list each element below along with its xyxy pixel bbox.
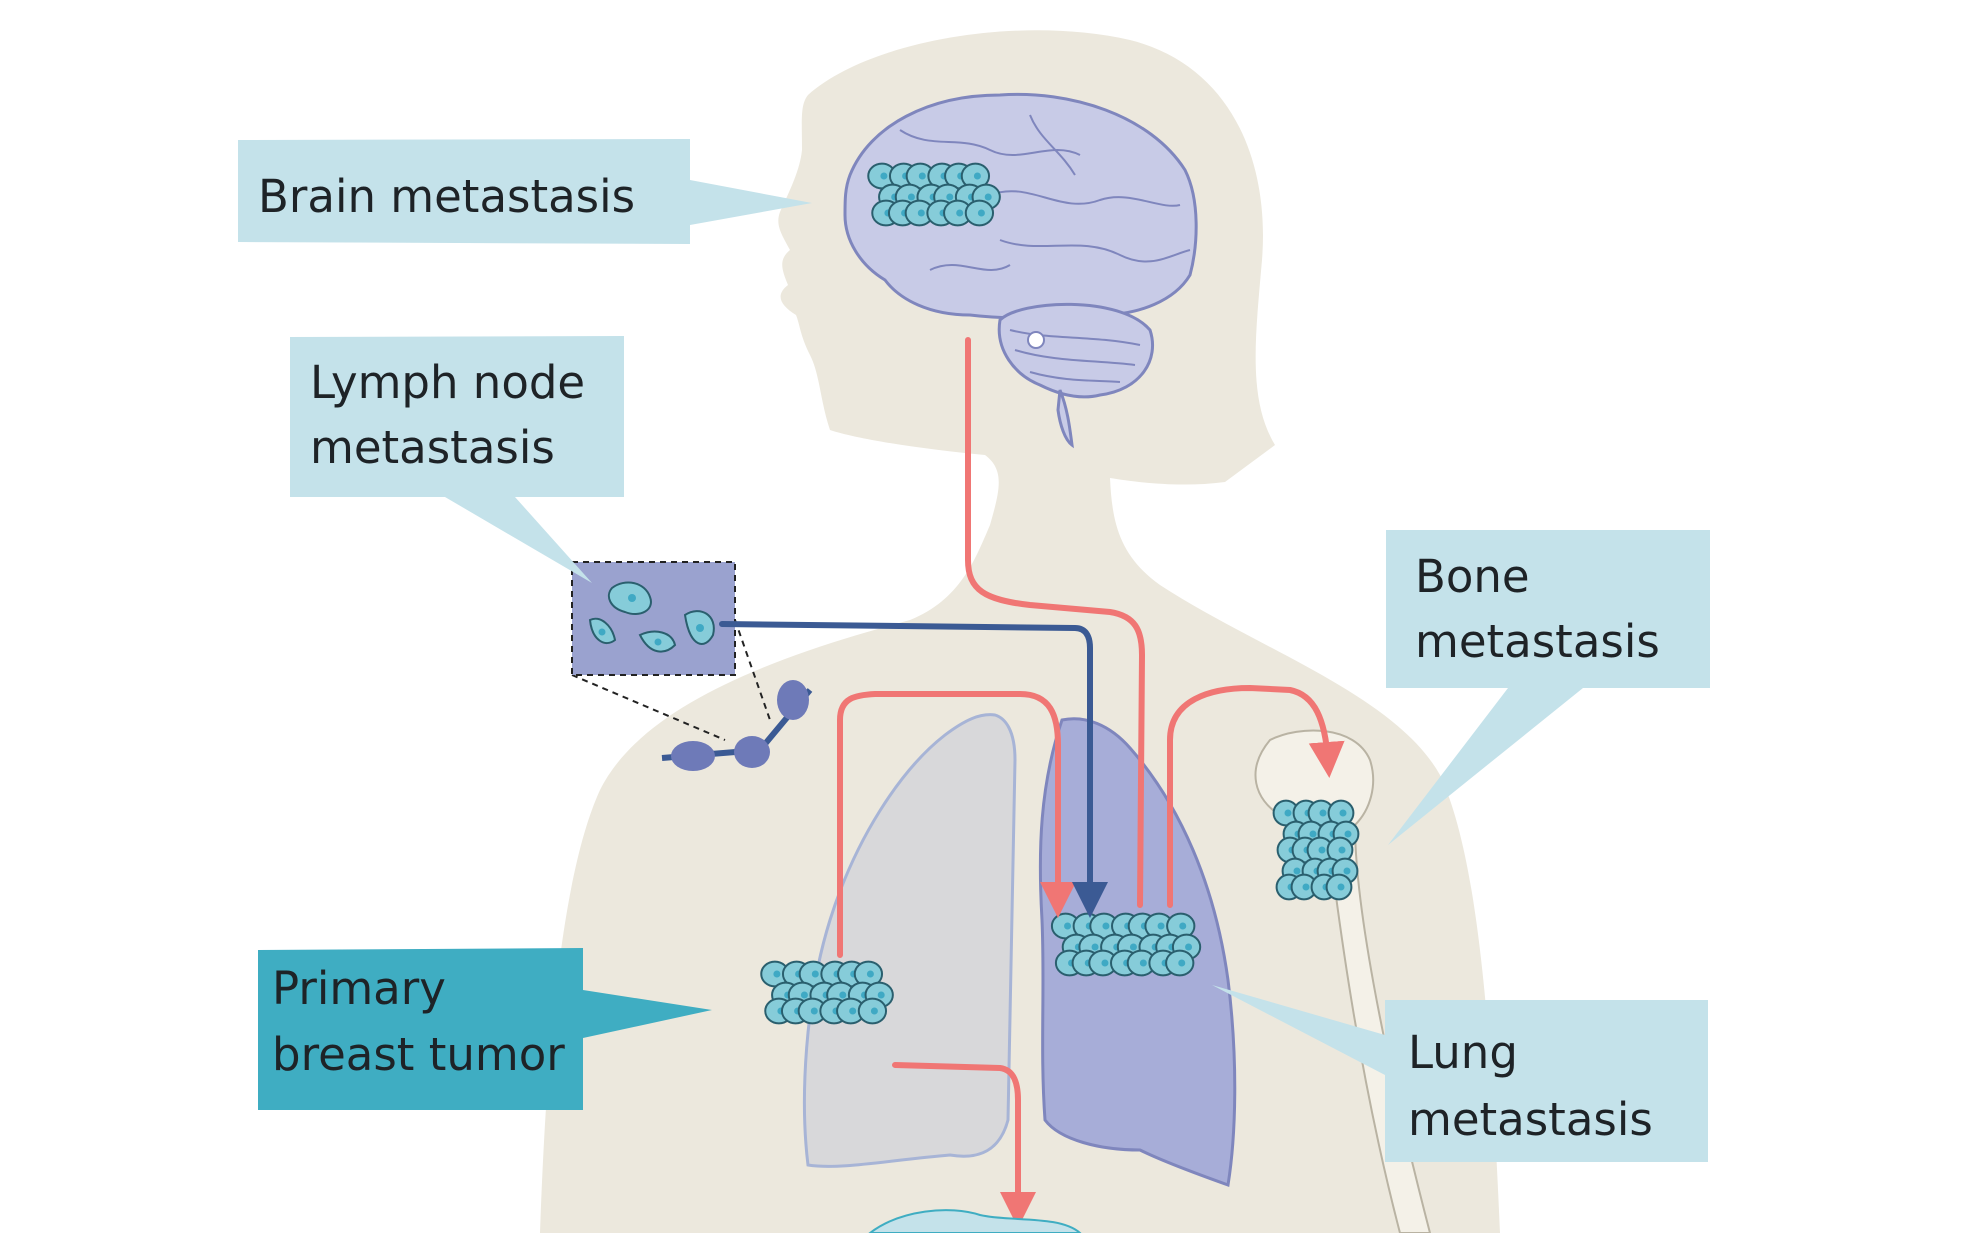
tumor-cluster-breast (760, 960, 894, 1025)
label-bone-line1: Bone (1415, 550, 1530, 603)
tumor-cell-nucleus (839, 991, 847, 999)
tumor-cell-nucleus (811, 970, 819, 978)
arrow-lung-to-bone (1167, 684, 1345, 908)
tumor-cell-nucleus (1302, 883, 1310, 891)
tumor-cell-nucleus (946, 193, 954, 201)
tumor-cell-nucleus (1101, 959, 1109, 967)
tumor-cell-nucleus (1178, 959, 1186, 967)
tumor-cell-nucleus (800, 991, 808, 999)
tumor-cell-nucleus (1157, 922, 1165, 930)
tumor-cell-nucleus (866, 970, 874, 978)
abdominal-organ-outline (868, 1209, 1082, 1233)
tumor-cell-nucleus (1129, 943, 1137, 951)
tumor-cell-nucleus (1102, 922, 1110, 930)
tumor-cell-nucleus (880, 172, 888, 180)
label-lymph-line2: metastasis (310, 421, 555, 474)
label-primary-line2: breast tumor (272, 1028, 565, 1081)
brain-icon (843, 92, 1198, 449)
label-lymph-line1: Lymph node (310, 356, 585, 409)
tumor-cell-nucleus (1337, 883, 1345, 891)
body-silhouette (540, 30, 1500, 1233)
callout-lung-metastasis: Lung metastasis (1212, 985, 1708, 1162)
tumor-cell-nucleus (1185, 943, 1193, 951)
tumor-cell-nucleus (917, 209, 925, 217)
label-bone-line2: metastasis (1415, 615, 1660, 668)
label-primary-line1: Primary (272, 962, 446, 1015)
tumor-cell-nucleus (956, 209, 964, 217)
left-lung-icon (803, 713, 1017, 1168)
tumor-cluster-bone (1272, 799, 1360, 901)
tumor-cell-nucleus (1318, 846, 1326, 854)
tumor-cell-nucleus (1339, 809, 1347, 817)
tumor-cell-nucleus (1091, 943, 1099, 951)
tumor-cell-nucleus (1309, 830, 1317, 838)
tumor-cell-nucleus (1064, 922, 1072, 930)
tumor-cell-nucleus (1293, 867, 1301, 875)
tumor-cell-nucleus (810, 1007, 818, 1015)
label-lung-line1: Lung (1408, 1026, 1518, 1079)
tumor-cell-nucleus (907, 193, 915, 201)
tumor-cell-nucleus (1284, 809, 1292, 817)
tumor-cell-nucleus (1139, 959, 1147, 967)
tumor-cell-nucleus (1179, 922, 1187, 930)
arrow-brain-to-lung (965, 337, 1146, 908)
tumor-cluster-brain (867, 162, 1001, 227)
tumor-cell-nucleus (977, 209, 985, 217)
tumor-cell-nucleus (870, 1007, 878, 1015)
lymph-node-chain-icon (661, 680, 813, 771)
label-brain-metastasis: Brain metastasis (258, 170, 635, 223)
tumor-cell-nucleus (1319, 809, 1327, 817)
callout-bone-metastasis: Bone metastasis (1386, 530, 1710, 845)
tumor-cell-nucleus (849, 1007, 857, 1015)
tumor-cell-nucleus (1343, 867, 1351, 875)
tumor-cell-nucleus (1344, 830, 1352, 838)
callout-primary-breast-tumor: Primary breast tumor (258, 948, 712, 1110)
tumor-cell-clusters (760, 162, 1360, 1025)
metastasis-arrows (719, 337, 1345, 1228)
label-lung-line2: metastasis (1408, 1093, 1653, 1146)
tumor-cell-nucleus (1338, 846, 1346, 854)
callout-brain-metastasis: Brain metastasis (238, 139, 812, 244)
tumor-cell-nucleus (773, 970, 781, 978)
tumor-cell-nucleus (984, 193, 992, 201)
tumor-cluster-lung (1050, 912, 1202, 977)
lymph-node-zoom-box (571, 561, 771, 741)
arrow-tumor-downward (892, 1062, 1036, 1228)
arrow-lymph-to-lung (719, 621, 1108, 918)
tumor-cell-nucleus (877, 991, 885, 999)
tumor-cell-nucleus (973, 172, 981, 180)
tumor-cell-nucleus (918, 172, 926, 180)
arrow-tumor-to-lung (837, 691, 1076, 958)
callout-lymph-node-metastasis: Lymph node metastasis (290, 336, 624, 583)
